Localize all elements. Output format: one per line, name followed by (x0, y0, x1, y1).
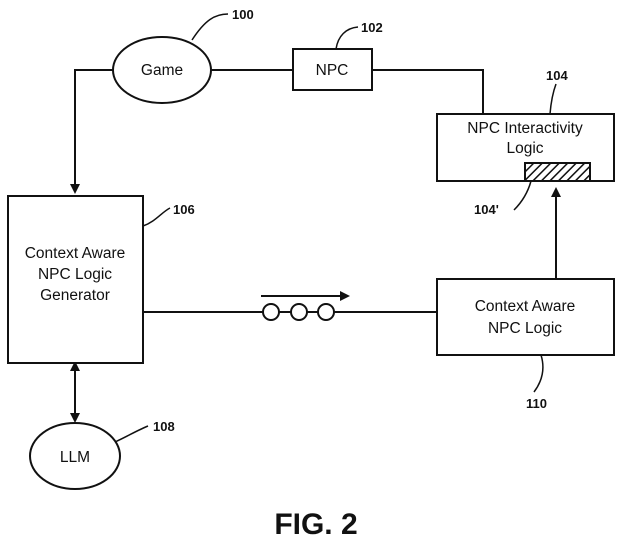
leader-line-108 (114, 425, 149, 443)
ref-106: 106 (173, 202, 195, 217)
interactivity-line2: Logic (506, 140, 543, 157)
data-packet-icon (262, 303, 280, 321)
interactivity-line1: NPC Interactivity (467, 120, 583, 137)
llm-label: LLM (60, 449, 90, 466)
ref-104: 104 (546, 68, 568, 83)
npc-node (292, 48, 373, 91)
llm-node (29, 422, 121, 490)
generator-line2: NPC Logic (38, 266, 112, 283)
leader-line-104 (549, 83, 557, 115)
context-logic-line2: NPC Logic (488, 320, 562, 337)
ref-110: 110 (526, 396, 547, 411)
leader-line-110 (533, 354, 544, 393)
generator-line1: Context Aware (25, 245, 126, 262)
hatched-module (524, 162, 591, 182)
arrow-game-to-generator (70, 69, 113, 194)
leader-line-102 (335, 26, 359, 50)
ref-108: 108 (153, 419, 175, 434)
data-packet-icon (317, 303, 335, 321)
game-label: Game (141, 62, 183, 79)
leader-line-104prime (513, 180, 532, 211)
leader-line-100 (191, 13, 229, 41)
generator-node (7, 195, 144, 364)
ref-100: 100 (232, 7, 254, 22)
ref-104-prime: 104' (474, 202, 499, 217)
connector-npc-interactivity (372, 69, 484, 114)
npc-label: NPC (316, 62, 349, 79)
context-logic-line1: Context Aware (475, 298, 576, 315)
data-packet-icon (290, 303, 308, 321)
generator-line3: Generator (40, 287, 110, 304)
context-logic-node (436, 278, 615, 356)
ref-102: 102 (361, 20, 383, 35)
leader-line-106 (142, 207, 171, 227)
game-node (112, 36, 212, 104)
figure-caption: FIG. 2 (274, 508, 357, 541)
